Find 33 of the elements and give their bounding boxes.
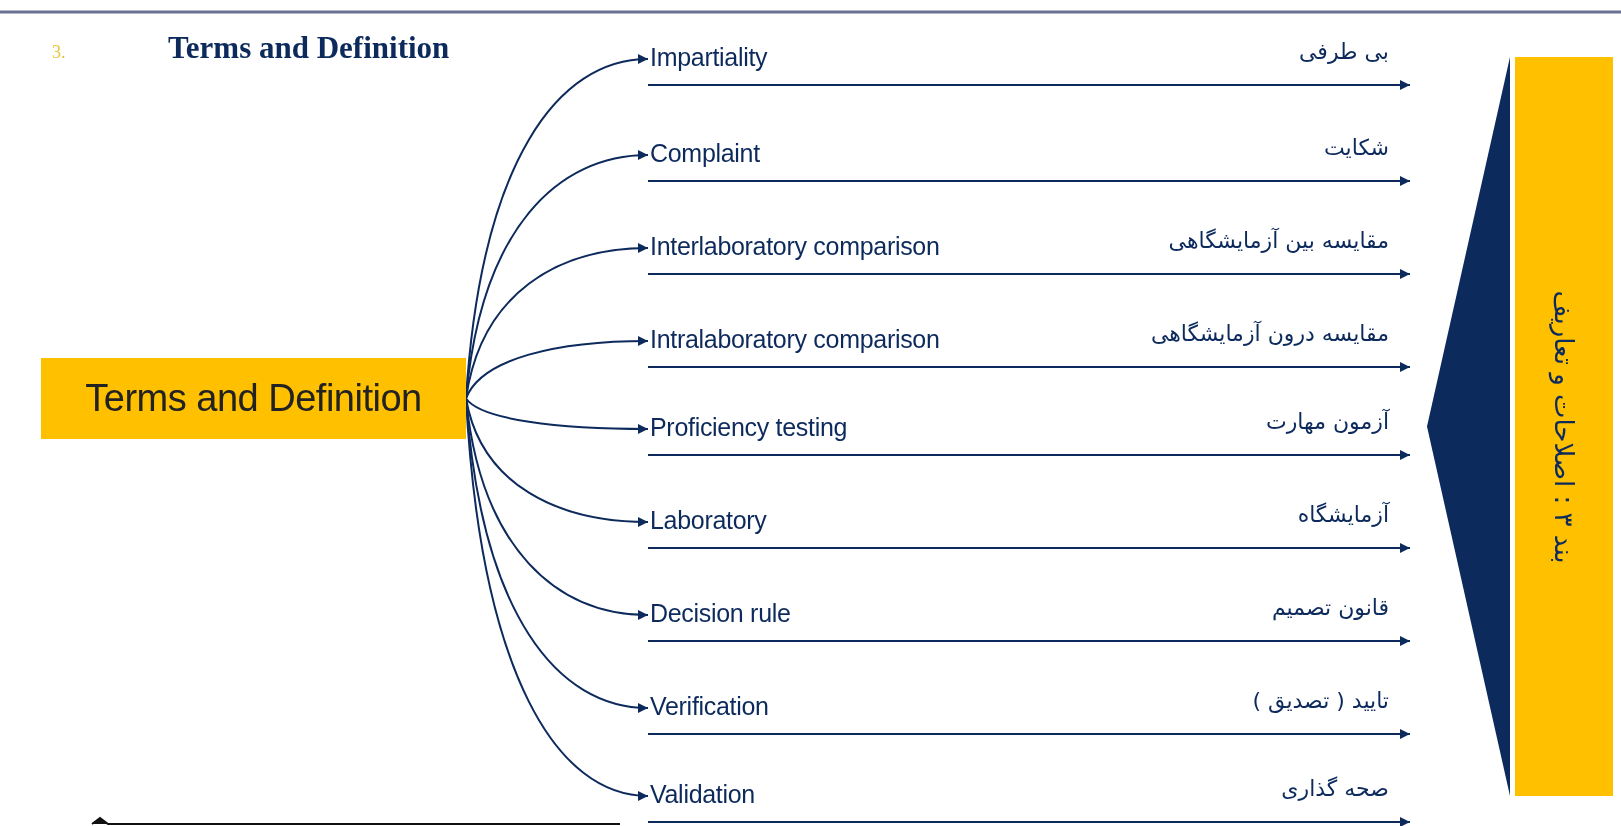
term-label: Validation <box>650 780 755 809</box>
arrow <box>647 269 1411 279</box>
translation-label: آزمون مهارت <box>1266 409 1389 434</box>
translation-label: آزمایشگاه <box>1297 502 1389 527</box>
term-label: Proficiency testing <box>650 413 848 442</box>
topic-box: Terms and Definition <box>41 358 466 439</box>
arrow <box>647 450 1411 460</box>
translation-label: قانون تصمیم <box>1271 595 1389 620</box>
term-label: Laboratory <box>650 506 767 535</box>
arrow <box>647 729 1411 739</box>
arrow <box>647 636 1411 646</box>
translation-label: بی طرفی <box>1299 39 1389 64</box>
term-label: Verification <box>650 692 769 721</box>
term-label: Intralaboratory comparison <box>650 325 940 354</box>
term-label: Decision rule <box>650 599 791 628</box>
section-number: 3. <box>52 42 66 63</box>
heading: Terms and Definition <box>168 30 450 66</box>
term-label: Interlaboratory comparison <box>650 232 940 261</box>
term-label: Impartiality <box>650 43 768 72</box>
translation-label: صحه گذاری <box>1281 776 1389 801</box>
translation-label: مقایسه درون آزمایشگاهی <box>1150 321 1389 346</box>
translation-label: شکایت <box>1324 135 1389 160</box>
arrow <box>647 80 1411 90</box>
arrow <box>647 176 1411 186</box>
arrow <box>647 817 1411 826</box>
arrow <box>647 362 1411 372</box>
translation-label: مقایسه بین آزمایشگاهی <box>1168 228 1389 253</box>
arrow <box>465 397 649 434</box>
term-label: Complaint <box>650 139 760 168</box>
vertical-heading: بند ۳ : اصلاحات و تعاریف <box>1549 290 1579 563</box>
translation-label: تایید ( تصدیق ) <box>1252 688 1389 713</box>
arrow <box>465 336 649 400</box>
arrow <box>647 543 1411 553</box>
